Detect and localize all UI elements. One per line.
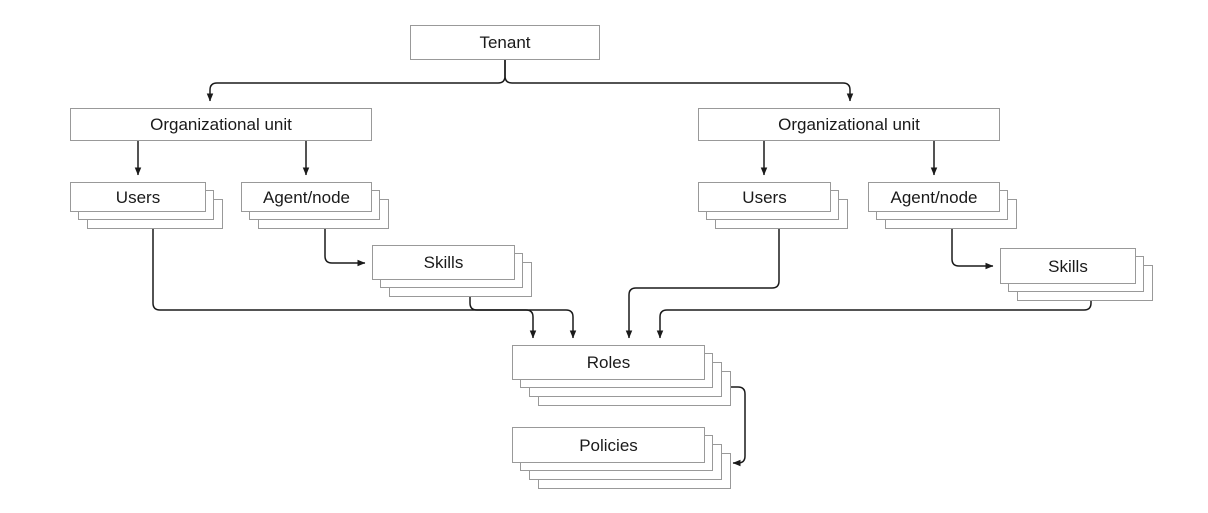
node-users-right[interactable]: Users: [698, 182, 831, 212]
node-org-unit-left-label: Organizational unit: [150, 115, 292, 134]
node-tenant[interactable]: Tenant: [410, 25, 600, 60]
node-agent-node-left-label: Agent/node: [263, 187, 350, 207]
node-agent-node-right-label: Agent/node: [890, 187, 978, 207]
node-users-left-label: Users: [115, 187, 161, 207]
node-skills-left-label: Skills: [423, 253, 464, 272]
node-tenant-label: Tenant: [479, 33, 531, 52]
node-skills-left[interactable]: Skills: [372, 245, 515, 280]
edge-agent-node-left-to-skills-left: [324, 229, 366, 267]
node-policies-label: Policies: [579, 435, 638, 455]
node-roles-label: Roles: [586, 353, 631, 372]
node-users-right-label: Users: [742, 187, 787, 207]
node-agent-node-left[interactable]: Agent/node: [241, 182, 372, 212]
edge-roles-to-policies: [721, 386, 746, 467]
edge-agent-node-right-to-skills-right: [951, 229, 994, 270]
node-skills-right-label: Skills: [1048, 256, 1088, 276]
edge-skills-right-to-roles: [656, 301, 1092, 339]
node-skills-right[interactable]: Skills: [1000, 248, 1136, 284]
edge-users-left-to-roles: [152, 229, 537, 339]
edge-tenant-to-org-unit-left: [206, 60, 506, 102]
node-policies[interactable]: Policies: [512, 427, 705, 463]
edge-tenant-to-org-unit-right: [504, 60, 854, 102]
edge-skills-left-to-roles: [469, 297, 577, 339]
node-agent-node-right[interactable]: Agent/node: [868, 182, 1000, 212]
node-org-unit-right-label: Organizational unit: [778, 115, 920, 134]
node-org-unit-left[interactable]: Organizational unit: [70, 108, 372, 141]
node-users-left[interactable]: Users: [70, 182, 206, 212]
node-org-unit-right[interactable]: Organizational unit: [698, 108, 1000, 141]
edge-users-right-to-roles: [625, 229, 780, 339]
node-roles[interactable]: Roles: [512, 345, 705, 380]
